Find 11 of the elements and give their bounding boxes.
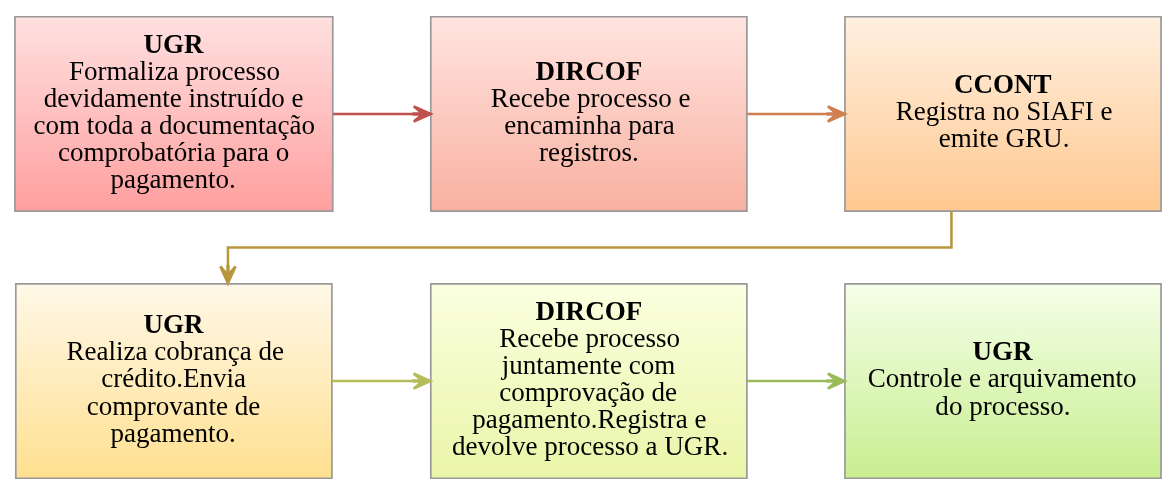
node-box: DIRCOF Recebe processo juntamente com comprovação de pagamento.Registra e devolve processo a UGR. [429,282,748,479]
arrow [333,104,432,123]
node-box: UGR Formaliza processo devidamente instruído e com toda a documentação comprobatória para o pagamento. [14,15,334,212]
node-box: UGR Realiza cobrança de crédito.Envia comprovante de pagamento. [14,282,333,479]
arrow [747,104,846,123]
node-box: UGR Controle e arquivamento do processo. [844,282,1162,479]
arrow [331,371,432,390]
node-box: DIRCOF Recebe processo e encaminha para registros. [429,15,748,212]
arrow [219,211,953,285]
arrow [747,371,846,390]
node-box: CCONT Registra no SIAFI e emite GRU. [844,15,1162,212]
